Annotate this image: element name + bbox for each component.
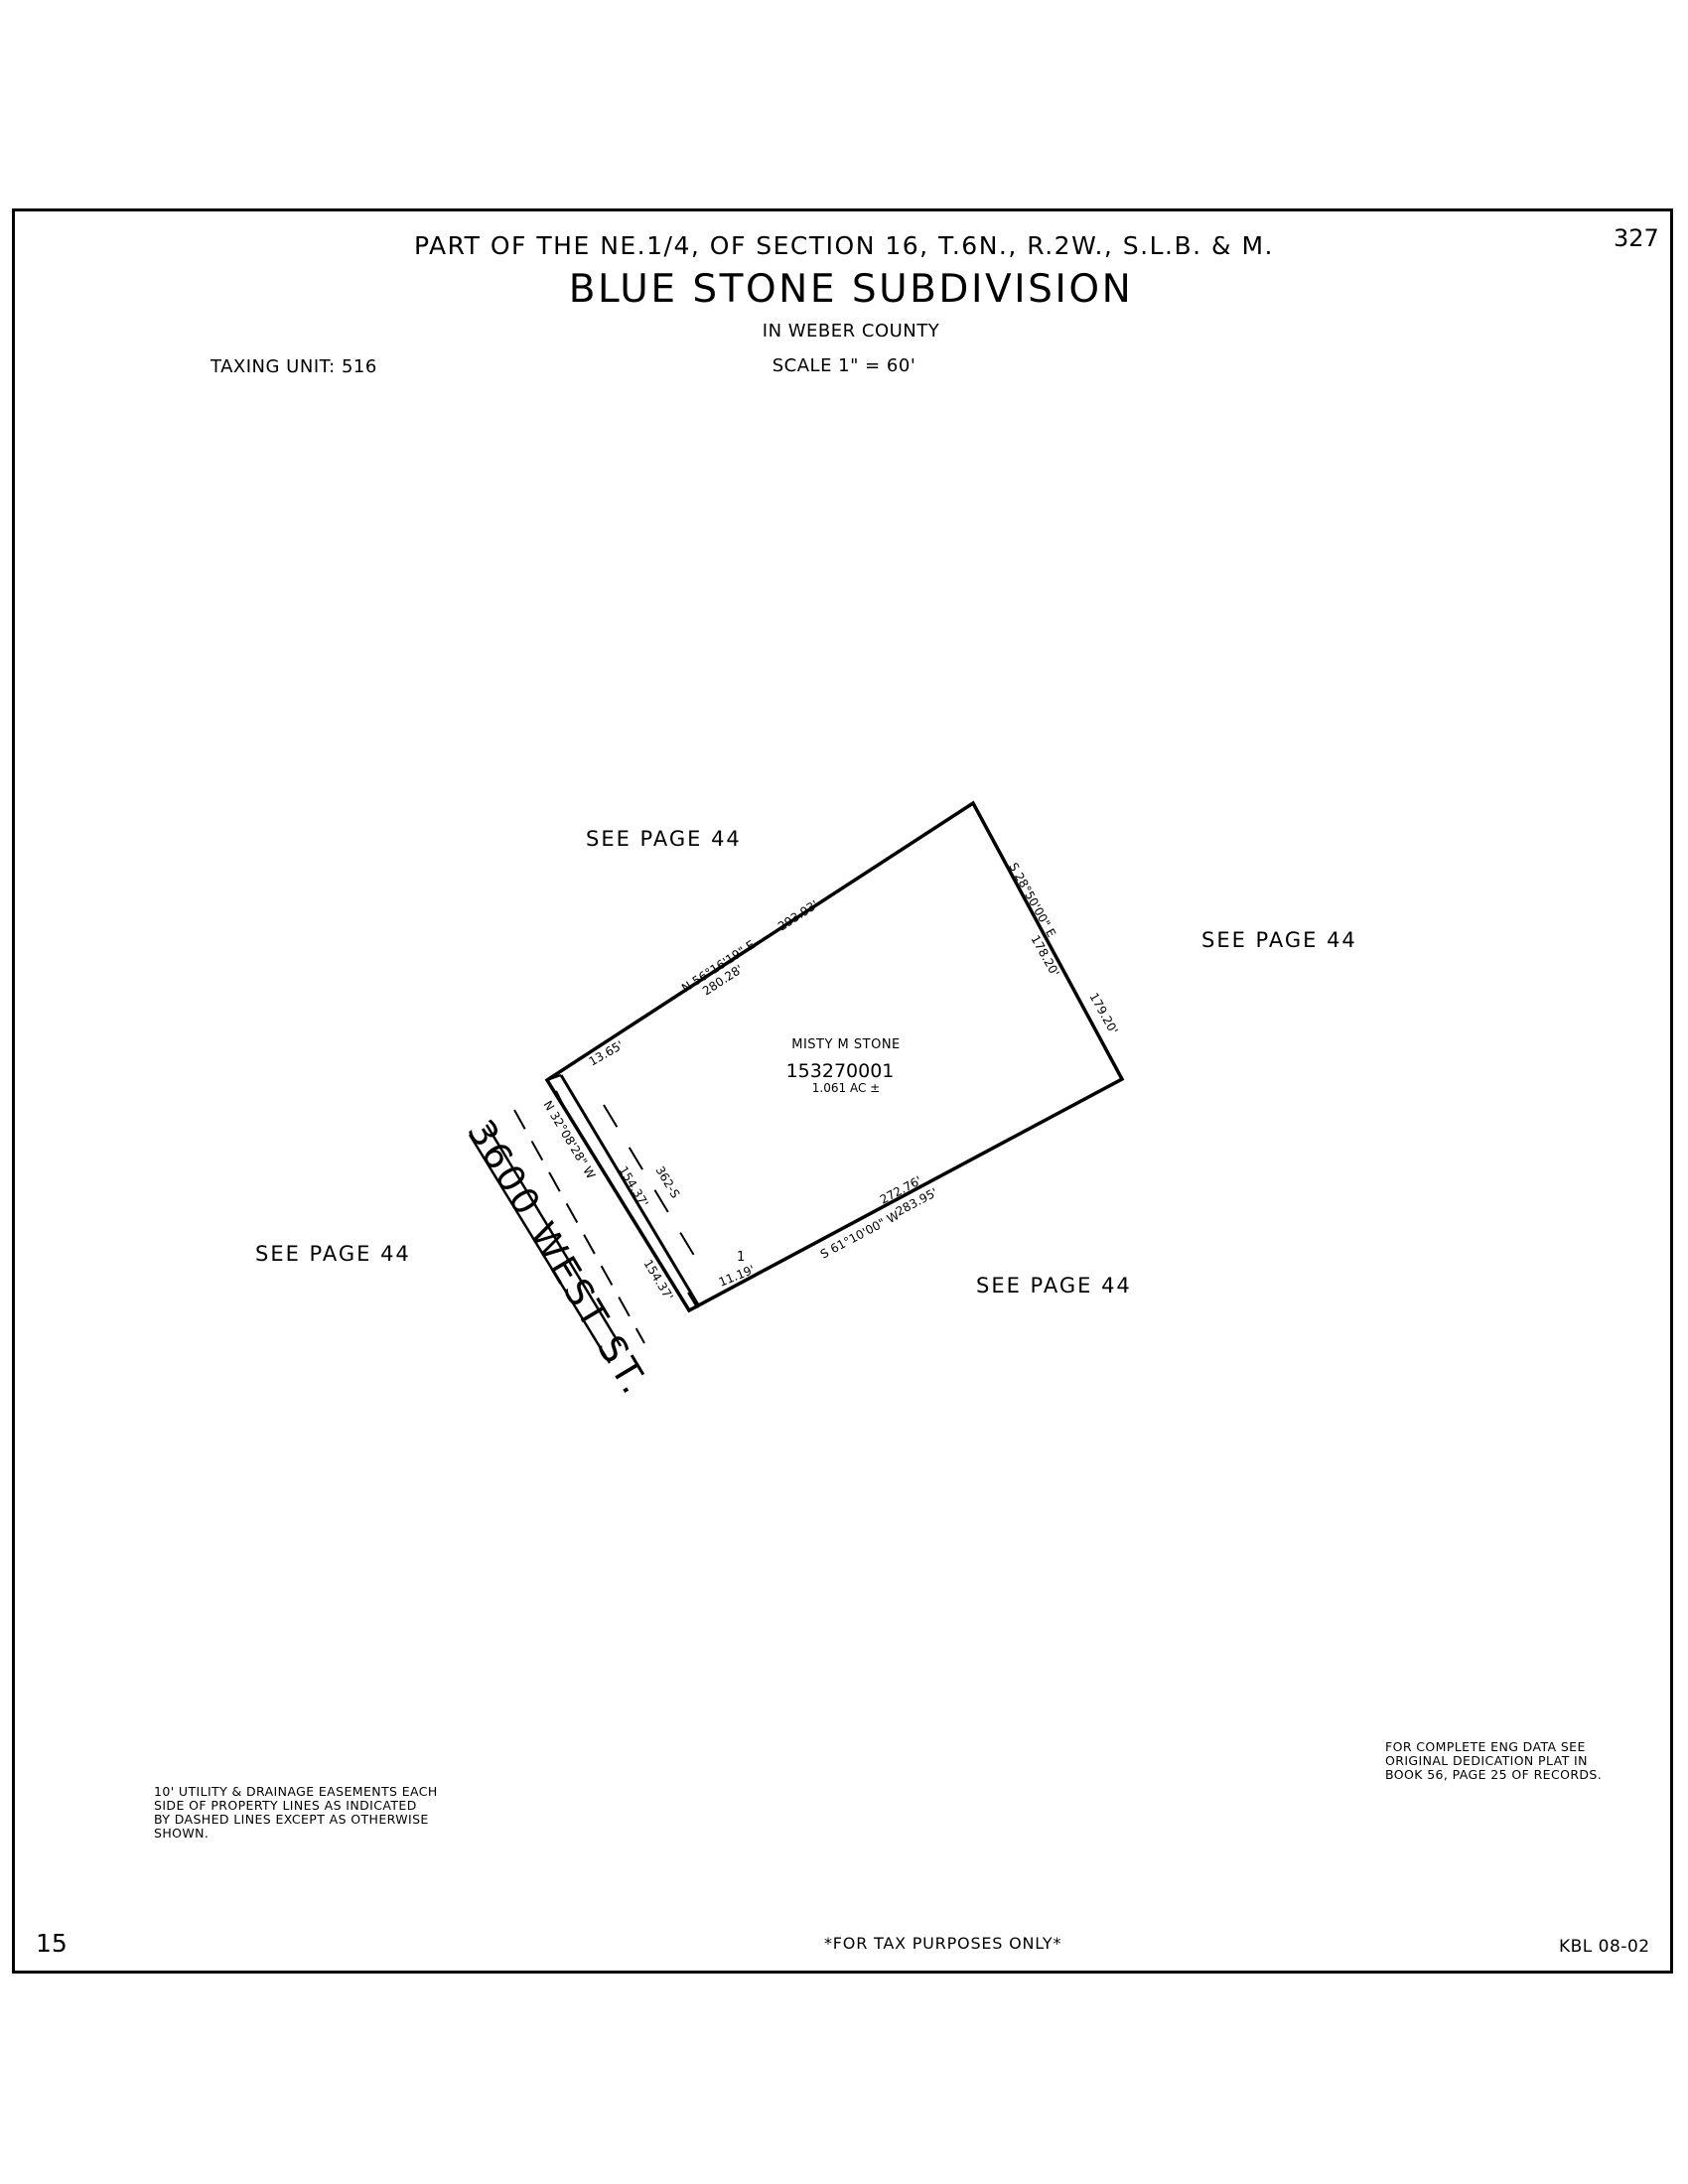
- tie-line-north: [546, 1074, 562, 1081]
- parcel-acreage: 1.061 AC ±: [812, 1081, 880, 1095]
- revision-label: KBL 08-02: [1559, 1937, 1650, 1957]
- east-bearing: S 28°50'00" E: [1006, 861, 1058, 940]
- easement-note-line: 10' UTILITY & DRAINAGE EASEMENTS EACH: [154, 1784, 438, 1799]
- tie-tick-south: [687, 1292, 698, 1308]
- owner-name: MISTY M STONE: [791, 1037, 901, 1052]
- north-distance-outer: 293.93': [775, 897, 821, 933]
- see-page-west: SEE PAGE 44: [255, 1242, 411, 1266]
- street-name: 3600 WEST ST.: [459, 1112, 657, 1403]
- see-page-north: SEE PAGE 44: [586, 827, 742, 851]
- tax-purposes-label: *FOR TAX PURPOSES ONLY*: [824, 1934, 1062, 1953]
- plat-title: BLUE STONE SUBDIVISION: [568, 267, 1134, 312]
- sheet-number: 15: [36, 1929, 68, 1958]
- eng-data-note: FOR COMPLETE ENG DATA SEE ORIGINAL DEDIC…: [1385, 1740, 1602, 1782]
- eng-data-note-line: FOR COMPLETE ENG DATA SEE: [1385, 1739, 1586, 1754]
- easement-note-line: SHOWN.: [154, 1826, 210, 1841]
- street-line-curb: [485, 1124, 623, 1347]
- parcel-id: 153270001: [786, 1060, 895, 1082]
- easement-note: 10' UTILITY & DRAINAGE EASEMENTS EACH SI…: [154, 1785, 438, 1841]
- lot-number: 1: [737, 1250, 745, 1265]
- eng-data-note-line: BOOK 56, PAGE 25 OF RECORDS.: [1385, 1767, 1603, 1782]
- see-page-south: SEE PAGE 44: [976, 1274, 1132, 1297]
- easement-note-line: SIDE OF PROPERTY LINES AS INDICATED: [154, 1798, 417, 1813]
- plat-section-description: PART OF THE NE.1/4, OF SECTION 16, T.6N.…: [414, 231, 1274, 260]
- parcel-boundary: [544, 800, 1125, 1313]
- street-centerline: [513, 1109, 645, 1344]
- tie-tick-north: [555, 1090, 565, 1108]
- street-line-outer: [468, 1134, 612, 1364]
- west-bearing: N 32°08'28" W: [540, 1098, 598, 1181]
- scale-label: SCALE 1" = 60': [772, 355, 916, 376]
- see-page-east: SEE PAGE 44: [1201, 928, 1357, 952]
- eng-data-note-line: ORIGINAL DEDICATION PLAT IN: [1385, 1753, 1588, 1768]
- plat-frame: [12, 208, 1673, 1974]
- taxing-unit-label: TAXING UNIT: 516: [211, 356, 377, 377]
- county-label: IN WEBER COUNTY: [762, 321, 940, 341]
- page-number: 327: [1614, 224, 1659, 252]
- easement-note-line: BY DASHED LINES EXCEPT AS OTHERWISE: [154, 1812, 429, 1827]
- right-of-way-line: [559, 1074, 701, 1307]
- easement-dashed-line: [603, 1104, 706, 1275]
- east-distance-outer: 179.20': [1086, 991, 1120, 1036]
